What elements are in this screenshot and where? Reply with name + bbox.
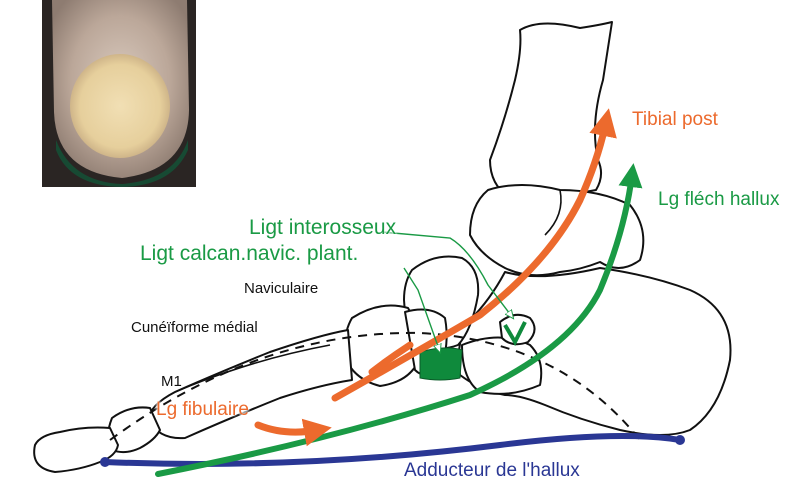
adductor-hallucis-anchor-left bbox=[100, 457, 110, 467]
label-naviculaire: Naviculaire bbox=[244, 281, 318, 296]
adductor-hallucis-line bbox=[105, 436, 680, 464]
adductor-hallucis-anchor-right bbox=[675, 435, 685, 445]
ligament-calcaneo-navicular bbox=[420, 348, 462, 380]
peroneus-longus-line bbox=[258, 425, 318, 432]
label-ligt-interosseux: Ligt interosseux bbox=[249, 217, 396, 238]
label-m1: M1 bbox=[161, 374, 182, 389]
label-adducteur-hallux: Adducteur de l'hallux bbox=[404, 461, 580, 480]
label-lg-fibulaire: Lg fibulaire bbox=[156, 400, 249, 419]
label-ligt-calcan-navic: Ligt calcan.navic. plant. bbox=[140, 243, 358, 264]
label-lg-flech-hallux: Lg fléch hallux bbox=[658, 190, 779, 209]
talus-bone bbox=[470, 185, 643, 275]
label-tibial-post: Tibial post bbox=[632, 110, 718, 129]
label-cuneiforme-medial: Cunéïforme médial bbox=[131, 320, 258, 335]
